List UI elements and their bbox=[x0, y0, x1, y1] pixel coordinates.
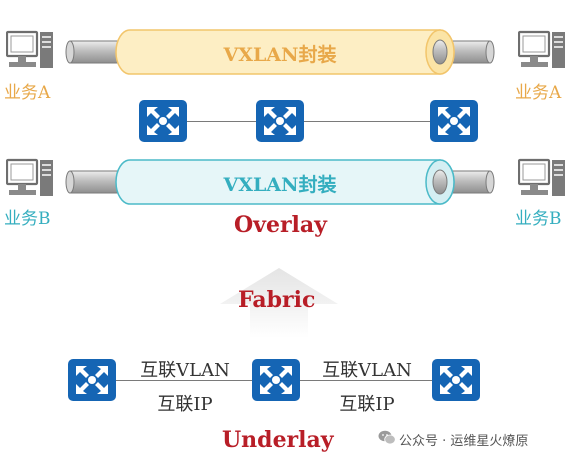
link1-vlan-label: 互联VLAN bbox=[140, 360, 230, 381]
switch-icon bbox=[256, 100, 304, 142]
wechat-icon bbox=[378, 430, 396, 445]
watermark-text: 公众号 · 运维星火燎原 bbox=[399, 434, 529, 449]
switch-icon bbox=[68, 359, 116, 401]
switch-icon bbox=[139, 100, 187, 142]
service-b-right-label: 业务B bbox=[515, 209, 562, 229]
service-a-right-label: 业务A bbox=[515, 83, 562, 103]
overlay-layer-label: Overlay bbox=[234, 212, 327, 238]
fabric-label: Fabric bbox=[238, 287, 316, 313]
switch-icon bbox=[432, 359, 480, 401]
underlay-link-2 bbox=[300, 380, 436, 381]
overlay-link bbox=[184, 121, 444, 122]
computer-icon bbox=[518, 158, 566, 198]
switch-icon bbox=[252, 359, 300, 401]
computer-icon bbox=[6, 158, 54, 198]
link1-ip-label: 互联IP bbox=[157, 394, 213, 415]
underlay-link-1 bbox=[116, 380, 256, 381]
computer-icon bbox=[518, 30, 566, 70]
fabric-arrow bbox=[220, 268, 338, 338]
tunnel-b-label: VXLAN封装 bbox=[223, 174, 337, 196]
link2-vlan-label: 互联VLAN bbox=[322, 360, 412, 381]
service-a-left-label: 业务A bbox=[4, 83, 51, 103]
service-b-left-label: 业务B bbox=[4, 209, 51, 229]
tunnel-a-label: VXLAN封装 bbox=[223, 44, 337, 66]
computer-icon bbox=[6, 30, 54, 70]
link2-ip-label: 互联IP bbox=[339, 394, 395, 415]
underlay-layer-label: Underlay bbox=[222, 427, 334, 453]
switch-icon bbox=[430, 100, 478, 142]
